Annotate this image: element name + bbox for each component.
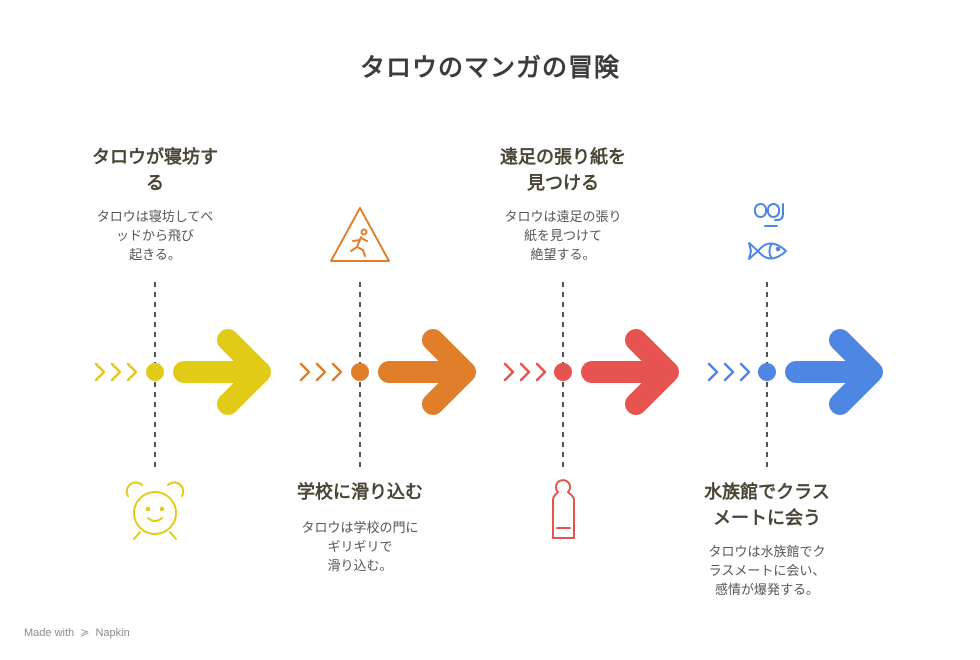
description-line: タロウは寝坊してベ [96, 210, 214, 225]
timeline-node [554, 363, 572, 381]
description-line: 感情が爆発する。 [714, 583, 819, 598]
arrow-icon [581, 329, 679, 415]
step-1-heading: タロウが寝坊す る [65, 145, 245, 197]
chevrons-icon [707, 362, 751, 382]
chevrons-icon [94, 362, 138, 382]
heading-line: る [146, 173, 164, 194]
description-line: ラスメートに会い、 [708, 564, 826, 579]
description-line: 絶望する。 [530, 248, 596, 263]
heading-line: 遠足の張り紙を [500, 147, 626, 168]
timeline-step-2 [299, 207, 476, 470]
brand-label: Napkin [95, 627, 130, 639]
step-2-description: タロウは学校の門に ギリギリで 滑り込む。 [280, 519, 440, 576]
description-line: タロウは遠足の張り [504, 210, 622, 225]
step-2-heading: 学校に滑り込む [270, 480, 450, 506]
description-line: タロウは水族館でク [708, 545, 826, 560]
step-3-heading: 遠足の張り紙を 見つける [473, 145, 653, 197]
arrow-icon [173, 329, 271, 415]
description-line: ギリギリで [327, 540, 393, 555]
description-line: タロウは学校の門に [301, 521, 419, 536]
timeline-node [758, 363, 776, 381]
timeline-step-4 [707, 203, 883, 470]
chevrons-icon [503, 362, 547, 382]
running-person-warning-icon [330, 207, 390, 262]
napkin-logo-icon: ≽ [80, 627, 90, 639]
step-4-heading: 水族館でクラス メートに会う [677, 480, 857, 532]
timeline-node [351, 363, 369, 381]
alarm-clock-icon [125, 481, 185, 540]
step-4-description: タロウは水族館でク ラスメートに会い、 感情が爆発する。 [687, 543, 847, 600]
description-line: 起きる。 [129, 248, 181, 263]
heading-line: 学校に滑り込む [297, 482, 423, 503]
step-1-description: タロウは寝坊してベ ッドから飛び 起きる。 [75, 208, 235, 265]
timeline-step-1 [94, 282, 271, 540]
page-title: タロウのマンガの冒険 [359, 53, 620, 82]
heading-line: メートに会う [713, 508, 821, 529]
door-hanger-sign-icon [552, 479, 575, 539]
heading-line: 水族館でクラス [704, 482, 830, 503]
heading-line: タロウが寝坊す [92, 147, 218, 168]
timeline-node [146, 363, 164, 381]
made-with-label: Made with [24, 627, 75, 639]
heading-line: 見つける [527, 173, 599, 194]
snorkel-fish-icon [748, 203, 787, 260]
arrow-icon [378, 329, 476, 415]
step-3-description: タロウは遠足の張り 紙を見つけて 絶望する。 [483, 208, 643, 265]
description-line: 紙を見つけて [523, 229, 602, 244]
footer-credit[interactable]: Made with ≽ Napkin [24, 626, 130, 639]
chevrons-icon [299, 362, 343, 382]
description-line: 滑り込む。 [327, 559, 393, 574]
arrow-icon [785, 329, 883, 415]
description-line: ッドから飛び [115, 229, 194, 244]
timeline-step-3 [503, 282, 679, 539]
